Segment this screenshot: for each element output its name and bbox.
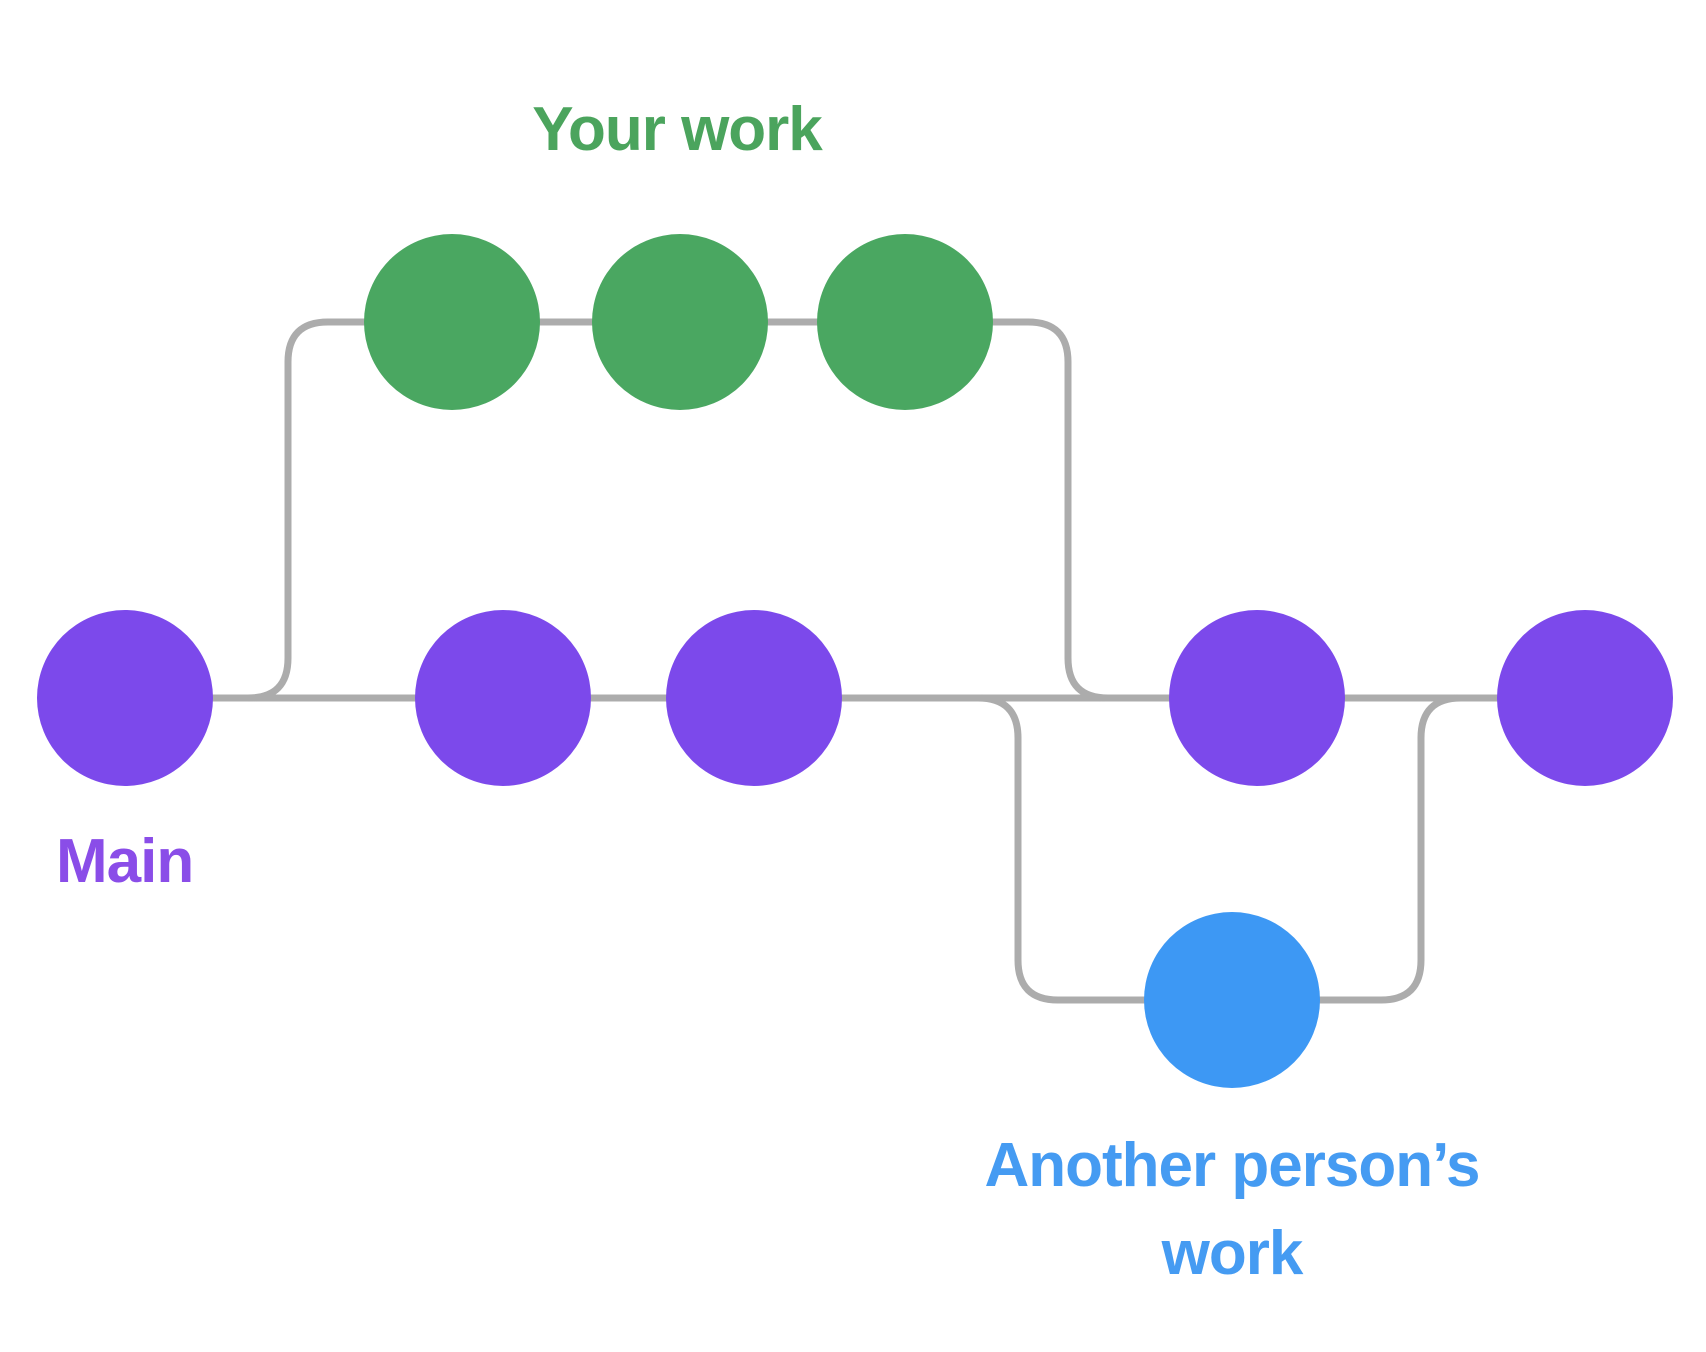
label-another-persons-work: Another person’s work	[882, 1122, 1582, 1298]
commit-node-main-2	[415, 610, 591, 786]
commit-node-main-4	[1169, 610, 1345, 786]
commit-node-your-work-2	[592, 234, 768, 410]
commit-node-main-5	[1497, 610, 1673, 786]
label-your-work: Your work	[532, 95, 823, 164]
label-another-line2: work	[1161, 1219, 1304, 1288]
commit-node-main-3	[666, 610, 842, 786]
commit-node-your-work-1	[364, 234, 540, 410]
commit-node-main-1	[37, 610, 213, 786]
commit-node-your-work-3	[817, 234, 993, 410]
label-another-line1: Another person’s	[984, 1131, 1481, 1200]
label-main: Main	[56, 827, 194, 896]
commit-node-another-persons-work-1	[1144, 912, 1320, 1088]
